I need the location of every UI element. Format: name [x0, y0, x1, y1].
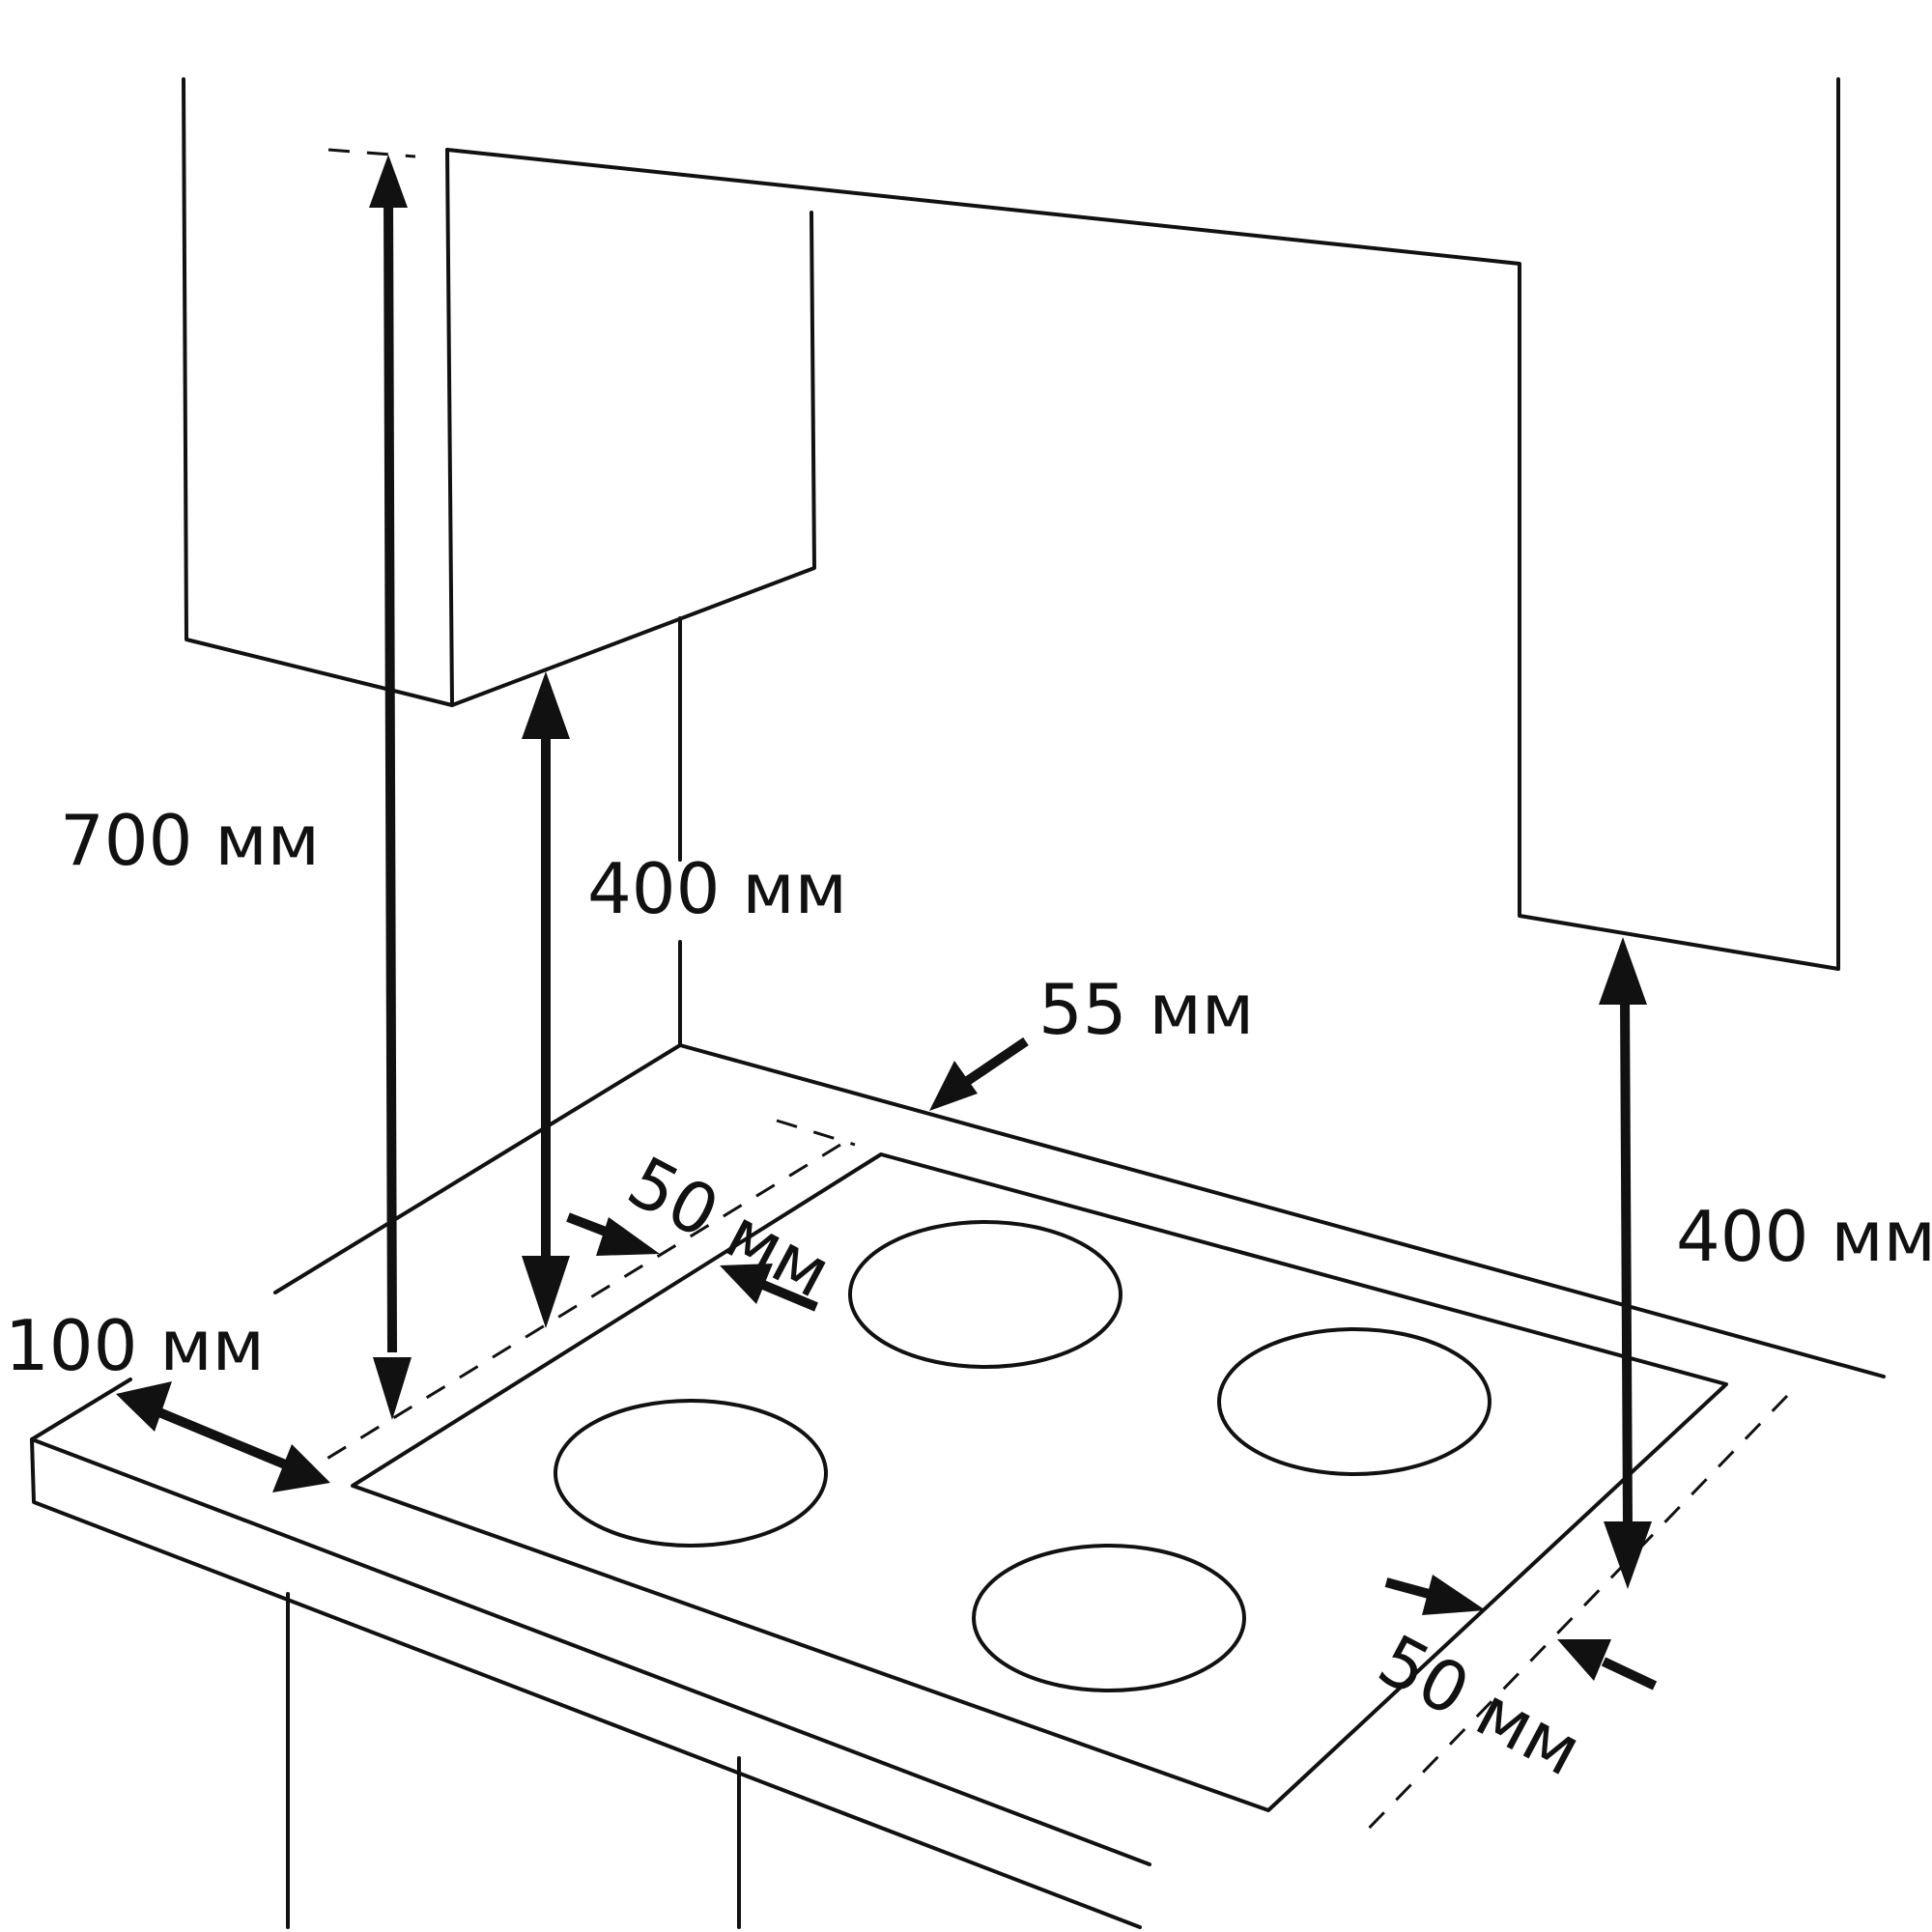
- dimension-50-bottom-arrows: [1384, 1575, 1658, 1690]
- label-100-mm: 100 мм: [5, 1305, 265, 1386]
- cabinet-side-panel: [182, 77, 454, 707]
- label-400-mm-right: 400 мм: [1676, 1196, 1932, 1277]
- countertop-front-edge: [30, 1378, 1142, 1929]
- cooktop-outline: [351, 1152, 1728, 1812]
- dimension-400-right-arrow: [1599, 937, 1652, 1589]
- burner: [848, 1220, 1122, 1369]
- dimension-50-top-arrows: [566, 1212, 818, 1312]
- countertop-back-edge: [273, 1043, 1886, 1378]
- left-wall-cabinet: [182, 77, 1840, 971]
- dimension-100-arrow: [116, 1381, 330, 1492]
- guide-line: [776, 1119, 856, 1147]
- cooktop: [351, 1152, 1728, 1812]
- burner: [972, 1544, 1246, 1692]
- label-55-mm: 55 мм: [1038, 969, 1254, 1050]
- label-400-mm-left: 400 мм: [587, 848, 847, 929]
- dashed-guides: [310, 148, 1789, 1842]
- cabinet-inner-edge: [450, 211, 816, 707]
- cabinet-front-panel: [445, 77, 1840, 971]
- dimension-400-left-arrow: [522, 671, 570, 1328]
- burner: [1217, 1327, 1492, 1476]
- dimension-700-arrow: [369, 155, 412, 1420]
- countertop: [30, 1043, 1886, 1929]
- guide-line: [310, 1143, 841, 1470]
- guide-line: [1355, 1394, 1789, 1842]
- guide-line: [327, 148, 416, 158]
- label-700-mm: 700 мм: [60, 800, 320, 881]
- burner: [554, 1399, 828, 1548]
- label-50-mm-bottom: 50 мм: [1366, 1619, 1594, 1792]
- dimension-55-arrow: [929, 1037, 1029, 1111]
- label-50-mm-top: 50 мм: [615, 1141, 843, 1314]
